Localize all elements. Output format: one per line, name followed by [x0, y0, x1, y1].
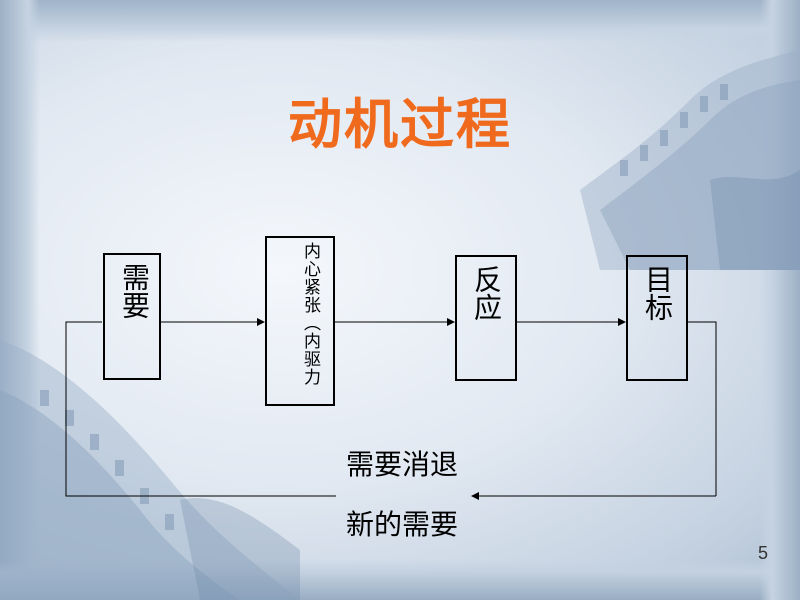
feedback-to-need [65, 321, 336, 497]
slide-title: 动机过程 [288, 93, 512, 156]
node-goal-label: 目标 [641, 265, 674, 321]
feedback-goal-down [688, 321, 717, 496]
frame-bottom [0, 560, 800, 600]
node-need-label: 需要 [118, 263, 151, 319]
node-inner-tension: 内心紧张（内驱力 [265, 236, 335, 406]
page-number: 5 [757, 543, 768, 563]
great-wall-decoration-top [580, 50, 800, 270]
frame-right [760, 0, 800, 600]
node-need: 需要 [103, 253, 161, 380]
feedback-label-new-need: 新的需要 [346, 508, 459, 541]
feedback-label-need-fades: 需要消退 [346, 448, 459, 481]
frame-top [0, 0, 800, 42]
node-inner-tension-label: 内心紧张（内驱力 [300, 242, 320, 386]
frame-left [0, 0, 40, 600]
node-response: 反应 [455, 255, 517, 381]
node-goal: 目标 [626, 255, 688, 381]
great-wall-decoration-bottom [0, 340, 300, 600]
node-response-label: 反应 [470, 265, 503, 321]
